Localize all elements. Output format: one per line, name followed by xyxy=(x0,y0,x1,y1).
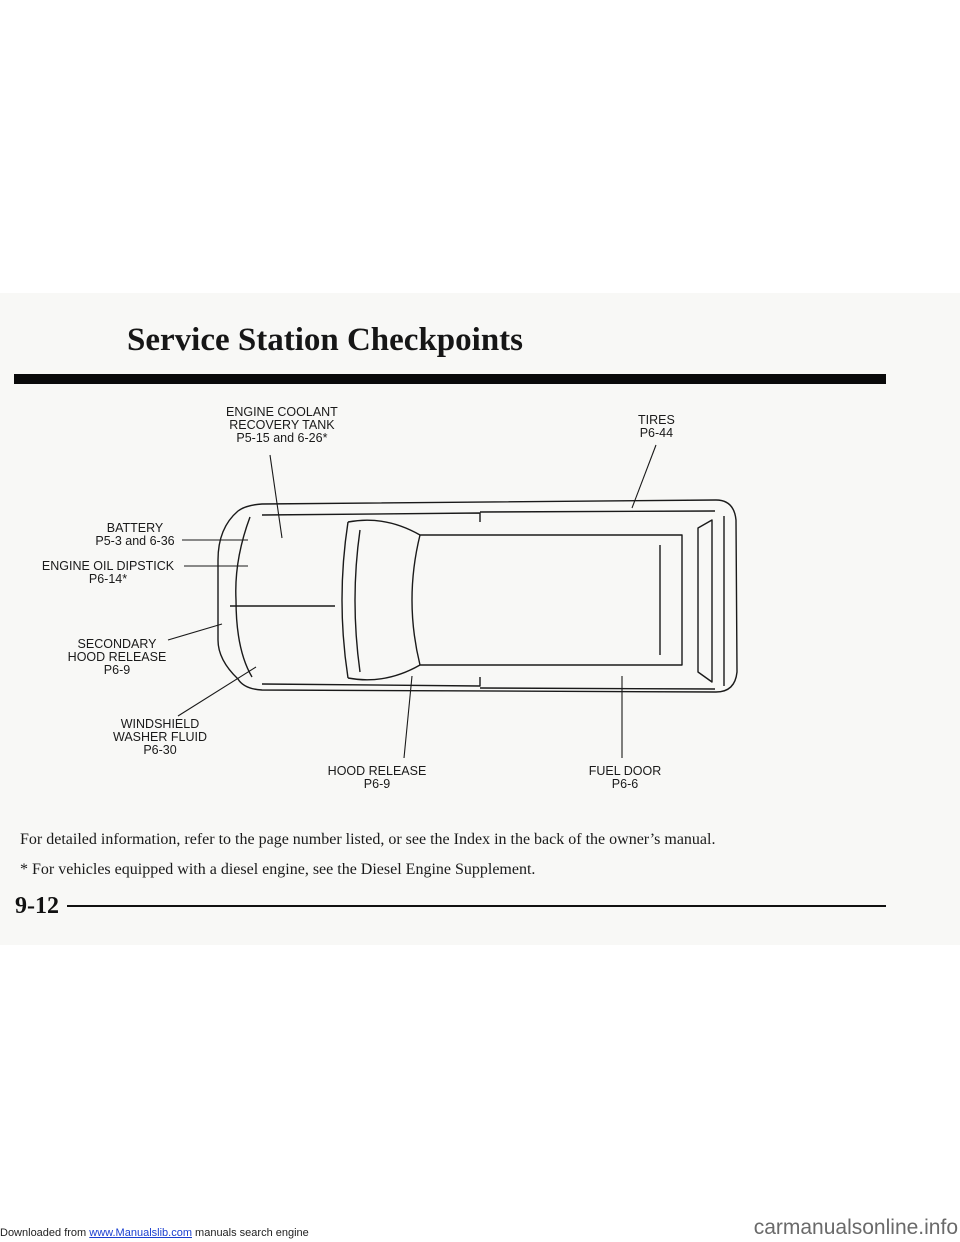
body-paragraph-diesel-note: * For vehicles equipped with a diesel en… xyxy=(20,861,536,878)
footer-rule xyxy=(67,905,886,907)
manual-page xyxy=(0,293,960,945)
callout-windshield-washer-fluid: WINDSHIELD WASHER FLUID P6-30 xyxy=(113,717,207,757)
callout-fuel-door: FUEL DOOR P6-6 xyxy=(588,764,662,791)
watermark: carmanualsonline.info xyxy=(753,1216,958,1239)
washer-leader xyxy=(177,666,257,717)
body-paragraph-detailed-info: For detailed information, refer to the p… xyxy=(20,831,716,848)
callout-secondary-hood-release: SECONDARY HOOD RELEASE P6-9 xyxy=(67,637,167,677)
callout-engine-coolant: ENGINE COOLANT RECOVERY TANK P5-15 and 6… xyxy=(226,405,338,445)
tires-leader xyxy=(631,444,657,509)
callout-hood-release: HOOD RELEASE P6-9 xyxy=(327,764,427,791)
secondary-hood-leader xyxy=(167,623,223,641)
hood-release-leader xyxy=(403,675,413,759)
download-footer: Downloaded from www.Manualslib.com manua… xyxy=(0,1227,309,1239)
callout-battery: BATTERY P5-3 and 6-36 xyxy=(95,521,175,548)
callout-engine-oil-dipstick: ENGINE OIL DIPSTICK P6-14* xyxy=(41,559,175,586)
header-rule xyxy=(14,374,886,384)
footer-prefix: Downloaded from xyxy=(0,1227,90,1239)
footer-suffix: manuals search engine xyxy=(191,1227,309,1239)
page-title: Service Station Checkpoints xyxy=(127,322,523,358)
manualslib-link[interactable]: www.Manualslib.com xyxy=(89,1227,192,1239)
coolant-leader xyxy=(269,454,283,539)
callout-tires: TIRES P6-44 xyxy=(638,413,675,440)
page-number: 9-12 xyxy=(15,893,59,919)
vehicle-body-outline xyxy=(217,499,738,693)
windshield-outline xyxy=(341,521,349,679)
